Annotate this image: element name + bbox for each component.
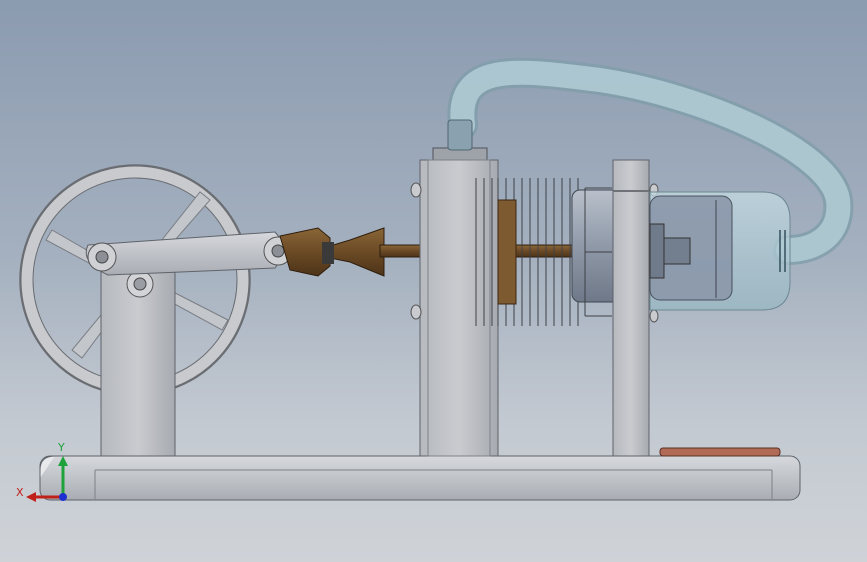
coordinate-triad: [26, 456, 68, 502]
cylinder-support[interactable]: [410, 119, 499, 457]
cooling-fins[interactable]: [475, 178, 579, 326]
triad-y-label: Y: [58, 441, 65, 454]
glass-heat-chamber[interactable]: [649, 191, 791, 311]
cylinder-end-support[interactable]: [612, 159, 659, 457]
crank-arm[interactable]: [85, 231, 293, 276]
clevis-joint[interactable]: [279, 227, 385, 277]
base-plate[interactable]: [39, 455, 801, 501]
triad-x-label: X: [16, 486, 24, 499]
flywheel-support[interactable]: [100, 267, 176, 457]
air-hose[interactable]: [447, 57, 854, 265]
burner-pad[interactable]: [659, 447, 781, 457]
